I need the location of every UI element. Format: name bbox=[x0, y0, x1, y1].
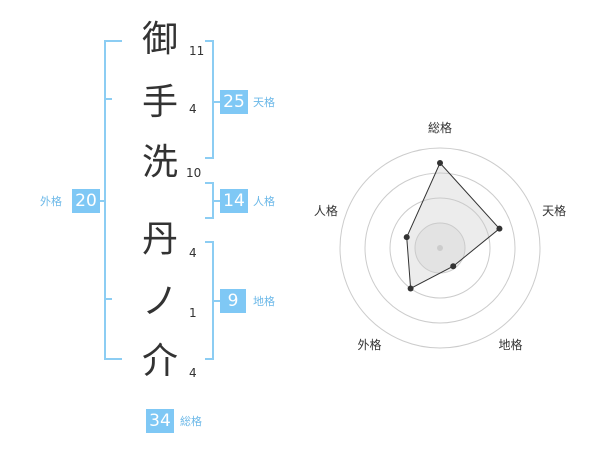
chikaku-label: 地格 bbox=[253, 295, 275, 308]
gaikaku-bracket-tick bbox=[104, 98, 112, 100]
radar-point-1 bbox=[437, 160, 443, 166]
chikaku-bracket-top bbox=[205, 241, 214, 243]
jinkaku-value: 14 bbox=[220, 189, 248, 213]
tenkaku-bracket-connector bbox=[212, 101, 221, 103]
name-char-5: ノ bbox=[141, 281, 178, 322]
soukaku-value: 34 bbox=[146, 409, 174, 433]
name-char-6: 介 bbox=[141, 341, 178, 382]
stroke-count-3: 10 bbox=[186, 166, 202, 180]
tenkaku-bracket bbox=[212, 40, 214, 159]
radar-axis-label-4: 外格 bbox=[357, 337, 381, 352]
gaikaku-bracket-connector bbox=[97, 200, 105, 202]
radar-ring bbox=[389, 197, 491, 299]
jinkaku-bracket-connector bbox=[212, 200, 221, 202]
jinkaku-label: 人格 bbox=[253, 195, 275, 208]
stroke-count-1: 11 bbox=[189, 44, 205, 58]
stroke-count-2: 4 bbox=[189, 102, 197, 116]
name-char-1: 御 bbox=[141, 19, 178, 60]
stroke-count-4: 4 bbox=[189, 246, 197, 260]
gaikaku-bracket-bottom bbox=[104, 358, 122, 360]
jinkaku-bracket-bottom bbox=[205, 217, 214, 219]
name-char-2: 手 bbox=[141, 82, 178, 123]
gaikaku-bracket bbox=[104, 40, 106, 360]
chikaku-bracket-connector bbox=[212, 300, 221, 302]
stroke-count-6: 4 bbox=[189, 366, 197, 380]
gaikaku-label: 外格 bbox=[40, 195, 62, 208]
radar-point-3 bbox=[450, 263, 457, 270]
radar-ring bbox=[339, 147, 541, 349]
name-char-4: 丹 bbox=[141, 219, 178, 260]
tenkaku-label: 天格 bbox=[253, 96, 275, 109]
name-char-3: 洗 bbox=[141, 142, 178, 183]
tenkaku-value: 25 bbox=[220, 90, 248, 114]
soukaku-label: 総格 bbox=[180, 415, 202, 428]
chikaku-value: 9 bbox=[220, 289, 246, 313]
radar-point-4 bbox=[407, 285, 414, 292]
radar-center-point bbox=[437, 245, 443, 251]
tenkaku-bracket-bottom bbox=[205, 157, 214, 159]
gaikaku-bracket-tick bbox=[104, 298, 112, 300]
radar-axis-label-2: 天格 bbox=[542, 203, 566, 218]
tenkaku-bracket-top bbox=[205, 40, 214, 42]
gaikaku-value: 20 bbox=[72, 189, 100, 213]
radar-axis-label-1: 総格 bbox=[428, 120, 452, 135]
radar-axis-label-5: 人格 bbox=[314, 203, 338, 218]
radar-axis-label-3: 地格 bbox=[499, 337, 523, 352]
radar-series-area bbox=[406, 162, 501, 290]
radar-ring bbox=[364, 172, 516, 324]
radar-point-5 bbox=[403, 234, 410, 241]
stroke-count-5: 1 bbox=[189, 306, 197, 320]
jinkaku-bracket-top bbox=[205, 182, 214, 184]
gaikaku-bracket-top bbox=[104, 40, 122, 42]
chikaku-bracket-bottom bbox=[205, 358, 214, 360]
radar-point-2 bbox=[496, 225, 503, 232]
